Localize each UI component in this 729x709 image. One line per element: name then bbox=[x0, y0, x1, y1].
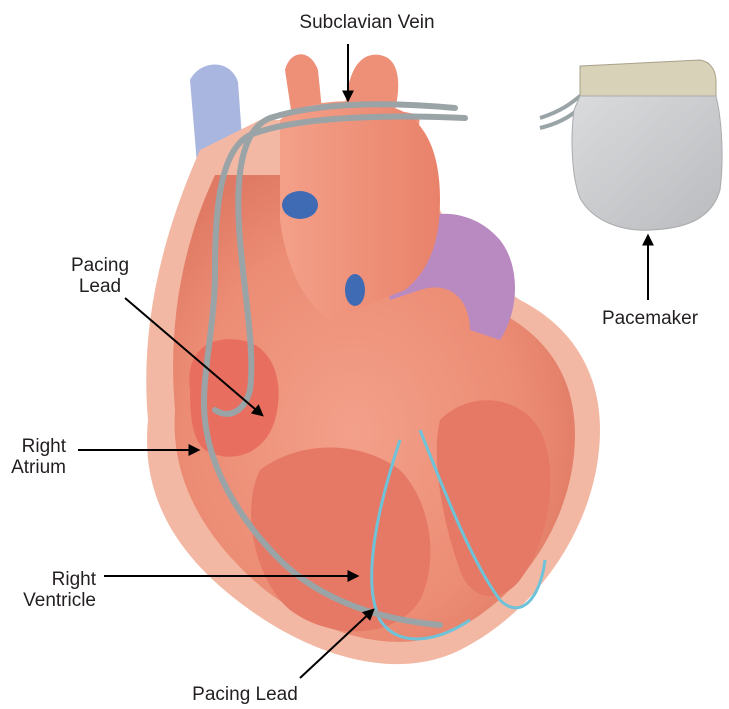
label-right-ventricle-line2: Ventricle bbox=[10, 590, 96, 611]
heart bbox=[146, 54, 600, 664]
label-subclavian-vein-text: Subclavian Vein bbox=[272, 12, 462, 33]
label-right-atrium-line2: Atrium bbox=[0, 457, 66, 478]
label-pacing-lead-bottom: Pacing Lead bbox=[150, 684, 340, 705]
label-pacemaker-text: Pacemaker bbox=[580, 308, 720, 329]
pulmonary-vein-2 bbox=[345, 274, 365, 306]
pacemaker-body bbox=[572, 96, 722, 230]
pulmonary-vein-1 bbox=[282, 191, 318, 219]
label-right-ventricle-line1: Right bbox=[10, 569, 96, 590]
pacemaker-header bbox=[580, 60, 716, 96]
label-pacing-lead-top: Pacing Lead bbox=[40, 255, 160, 297]
label-pacing-lead-top-line1: Pacing bbox=[40, 255, 160, 276]
label-pacing-lead-top-line2: Lead bbox=[40, 276, 160, 297]
label-pacemaker: Pacemaker bbox=[580, 308, 720, 329]
label-subclavian-vein: Subclavian Vein bbox=[272, 12, 462, 33]
label-right-atrium-line1: Right bbox=[0, 436, 66, 457]
label-right-ventricle: Right Ventricle bbox=[10, 569, 96, 611]
label-pacing-lead-bottom-text: Pacing Lead bbox=[150, 684, 340, 705]
pacemaker-device bbox=[572, 60, 722, 230]
label-right-atrium: Right Atrium bbox=[0, 436, 66, 478]
